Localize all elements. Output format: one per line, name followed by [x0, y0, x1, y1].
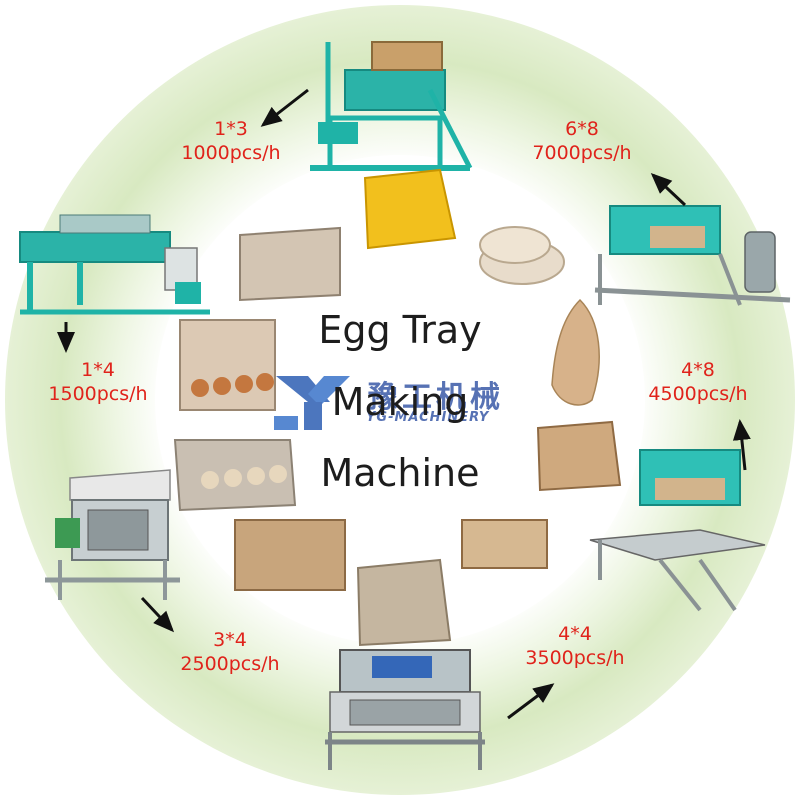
- label-1x3: 1*3 1000pcs/h: [176, 117, 286, 165]
- closed-egg-carton-image: [239, 226, 341, 302]
- label-3x4-capacity: 2500pcs/h: [180, 653, 280, 675]
- label-3x4-config: 3*4: [213, 629, 247, 651]
- title-line-3: Machine: [320, 451, 480, 495]
- pointed-pulp-cup-image: [551, 298, 600, 406]
- arrow-3x4: [140, 596, 175, 633]
- brand-name-chinese: 豫工机械: [368, 380, 504, 415]
- brown-egg-carton-image: [234, 519, 346, 591]
- label-4x8-config: 4*8: [681, 359, 715, 381]
- machine-6x8-image: [594, 205, 791, 306]
- yg-logo-mark: [274, 376, 350, 430]
- pulp-plates-image: [479, 226, 565, 285]
- label-4x8: 4*8 4500pcs/h: [628, 358, 768, 406]
- grey-egg-tray-image: [356, 558, 452, 647]
- machine-3x4-image: [45, 469, 180, 600]
- label-6x8-capacity: 7000pcs/h: [532, 142, 632, 164]
- machine-1x4-image: [19, 214, 210, 315]
- title-line-2: Making: [331, 380, 469, 424]
- yellow-egg-tray-image: [363, 168, 457, 250]
- label-1x3-capacity: 1000pcs/h: [181, 142, 281, 164]
- label-1x4: 1*4 1500pcs/h: [28, 358, 168, 406]
- label-1x4-capacity: 1500pcs/h: [48, 383, 148, 405]
- machine-4x4-image: [325, 649, 485, 770]
- brand-name-english: YG-MACHINERY: [366, 410, 490, 425]
- label-1x3-config: 1*3: [214, 118, 248, 140]
- arrow-4x8: [732, 419, 751, 471]
- label-1x4-config: 1*4: [81, 359, 115, 381]
- label-6x8: 6*8 7000pcs/h: [512, 117, 652, 165]
- arrow-4x4: [507, 683, 555, 720]
- label-3x4: 3*4 2500pcs/h: [155, 628, 305, 676]
- square-pulp-insert-image: [536, 420, 622, 492]
- arrow-1x3: [260, 88, 309, 127]
- title-line-1: Egg Tray: [318, 308, 482, 352]
- pulp-shells-stack-image: [461, 519, 548, 569]
- machine-1x3-image: [310, 41, 473, 171]
- open-carton-white-eggs-image: [173, 439, 297, 512]
- label-4x4-capacity: 3500pcs/h: [525, 647, 625, 669]
- label-4x8-capacity: 4500pcs/h: [648, 383, 748, 405]
- label-6x8-config: 6*8: [565, 118, 599, 140]
- arrow-6x8: [650, 172, 687, 207]
- machine-4x8-image: [589, 449, 766, 612]
- open-carton-brown-eggs-image: [179, 319, 276, 411]
- label-4x4-config: 4*4: [558, 623, 592, 645]
- brand-logo: 豫工机械 YG-MACHINERY: [268, 372, 538, 434]
- label-4x4: 4*4 3500pcs/h: [500, 622, 650, 670]
